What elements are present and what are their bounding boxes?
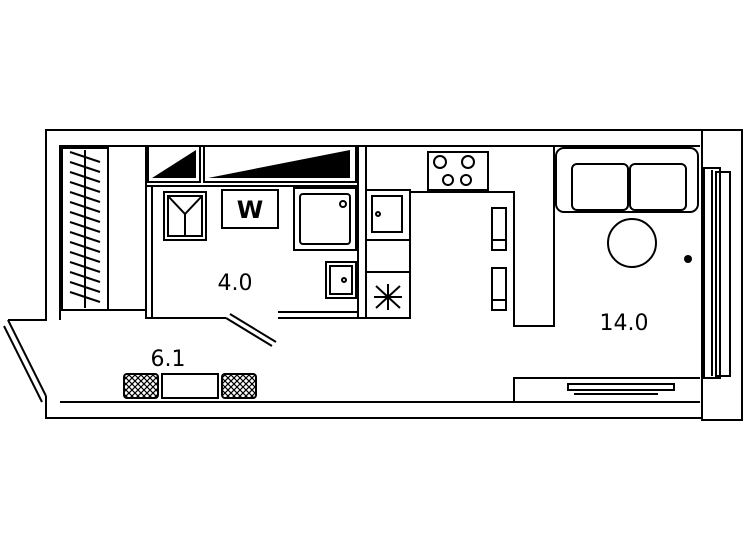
lamp-dot <box>684 255 692 263</box>
bathroom-door <box>225 313 277 347</box>
right-window <box>701 129 743 421</box>
shoe-rack-left <box>123 373 159 399</box>
sofa <box>555 147 699 213</box>
kitchen-sink <box>365 189 411 241</box>
wardrobe <box>61 147 109 311</box>
washer-label: W <box>237 196 263 224</box>
fridge <box>365 271 411 319</box>
bar-stool-top <box>491 207 507 251</box>
bathroom-area-label: 4.0 <box>218 271 253 296</box>
kitchen-counter <box>366 146 555 327</box>
tv-unit <box>513 377 700 402</box>
bench <box>161 373 219 399</box>
living-area-label: 14.0 <box>600 311 649 336</box>
round-table <box>607 218 657 268</box>
bath-basin <box>293 187 357 251</box>
shower <box>163 191 207 241</box>
stove <box>427 151 489 191</box>
shoe-rack-right <box>221 373 257 399</box>
washer: W <box>221 189 279 229</box>
shelf-left <box>147 145 201 183</box>
hallway-area-label: 6.1 <box>151 347 186 372</box>
bar-stool-bottom <box>491 267 507 311</box>
shelf-right <box>203 145 357 183</box>
sink <box>325 261 357 299</box>
entrance-door <box>3 319 47 403</box>
